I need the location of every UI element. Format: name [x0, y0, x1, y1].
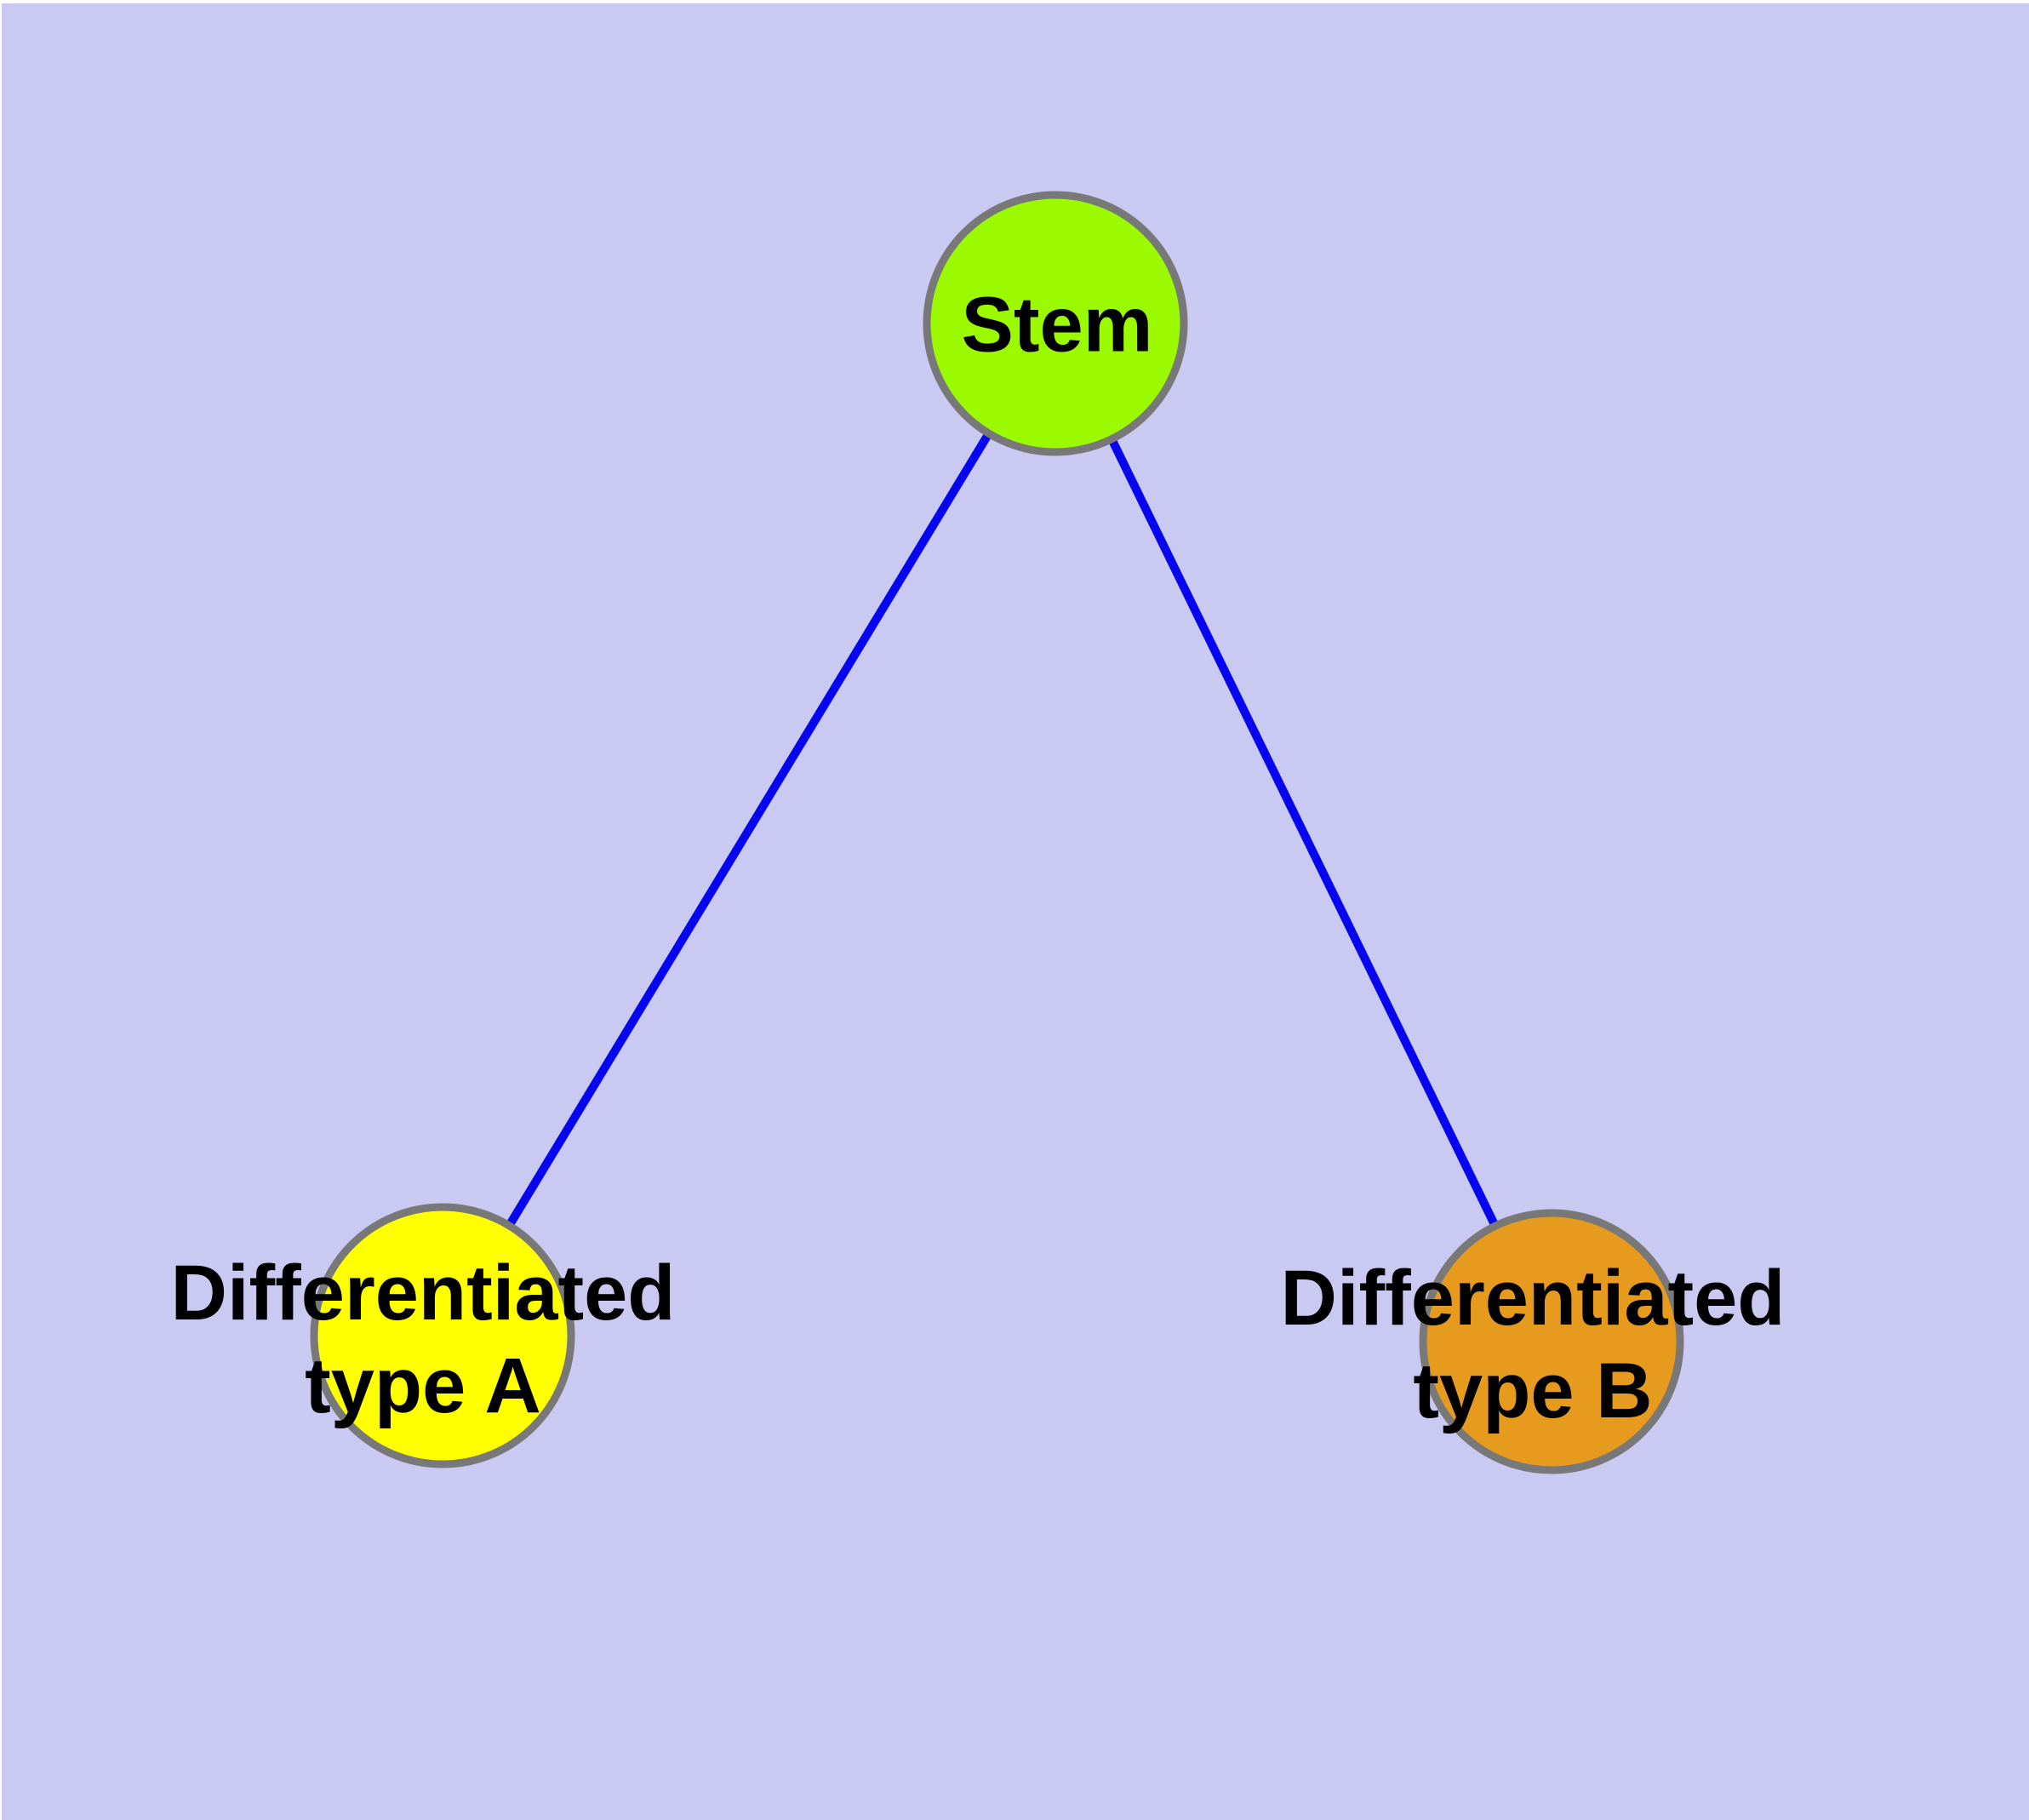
edge-stem-to-type-a [438, 321, 1060, 1338]
edge-stem-to-type-b [1051, 321, 1556, 1344]
diagram-canvas: Stem Differentiated type A Differentiate… [2, 3, 2029, 1820]
stem-node [923, 191, 1188, 456]
graph-svg [310, 191, 1684, 1474]
type-a-node [310, 1203, 575, 1468]
type-b-node [1419, 1209, 1684, 1474]
